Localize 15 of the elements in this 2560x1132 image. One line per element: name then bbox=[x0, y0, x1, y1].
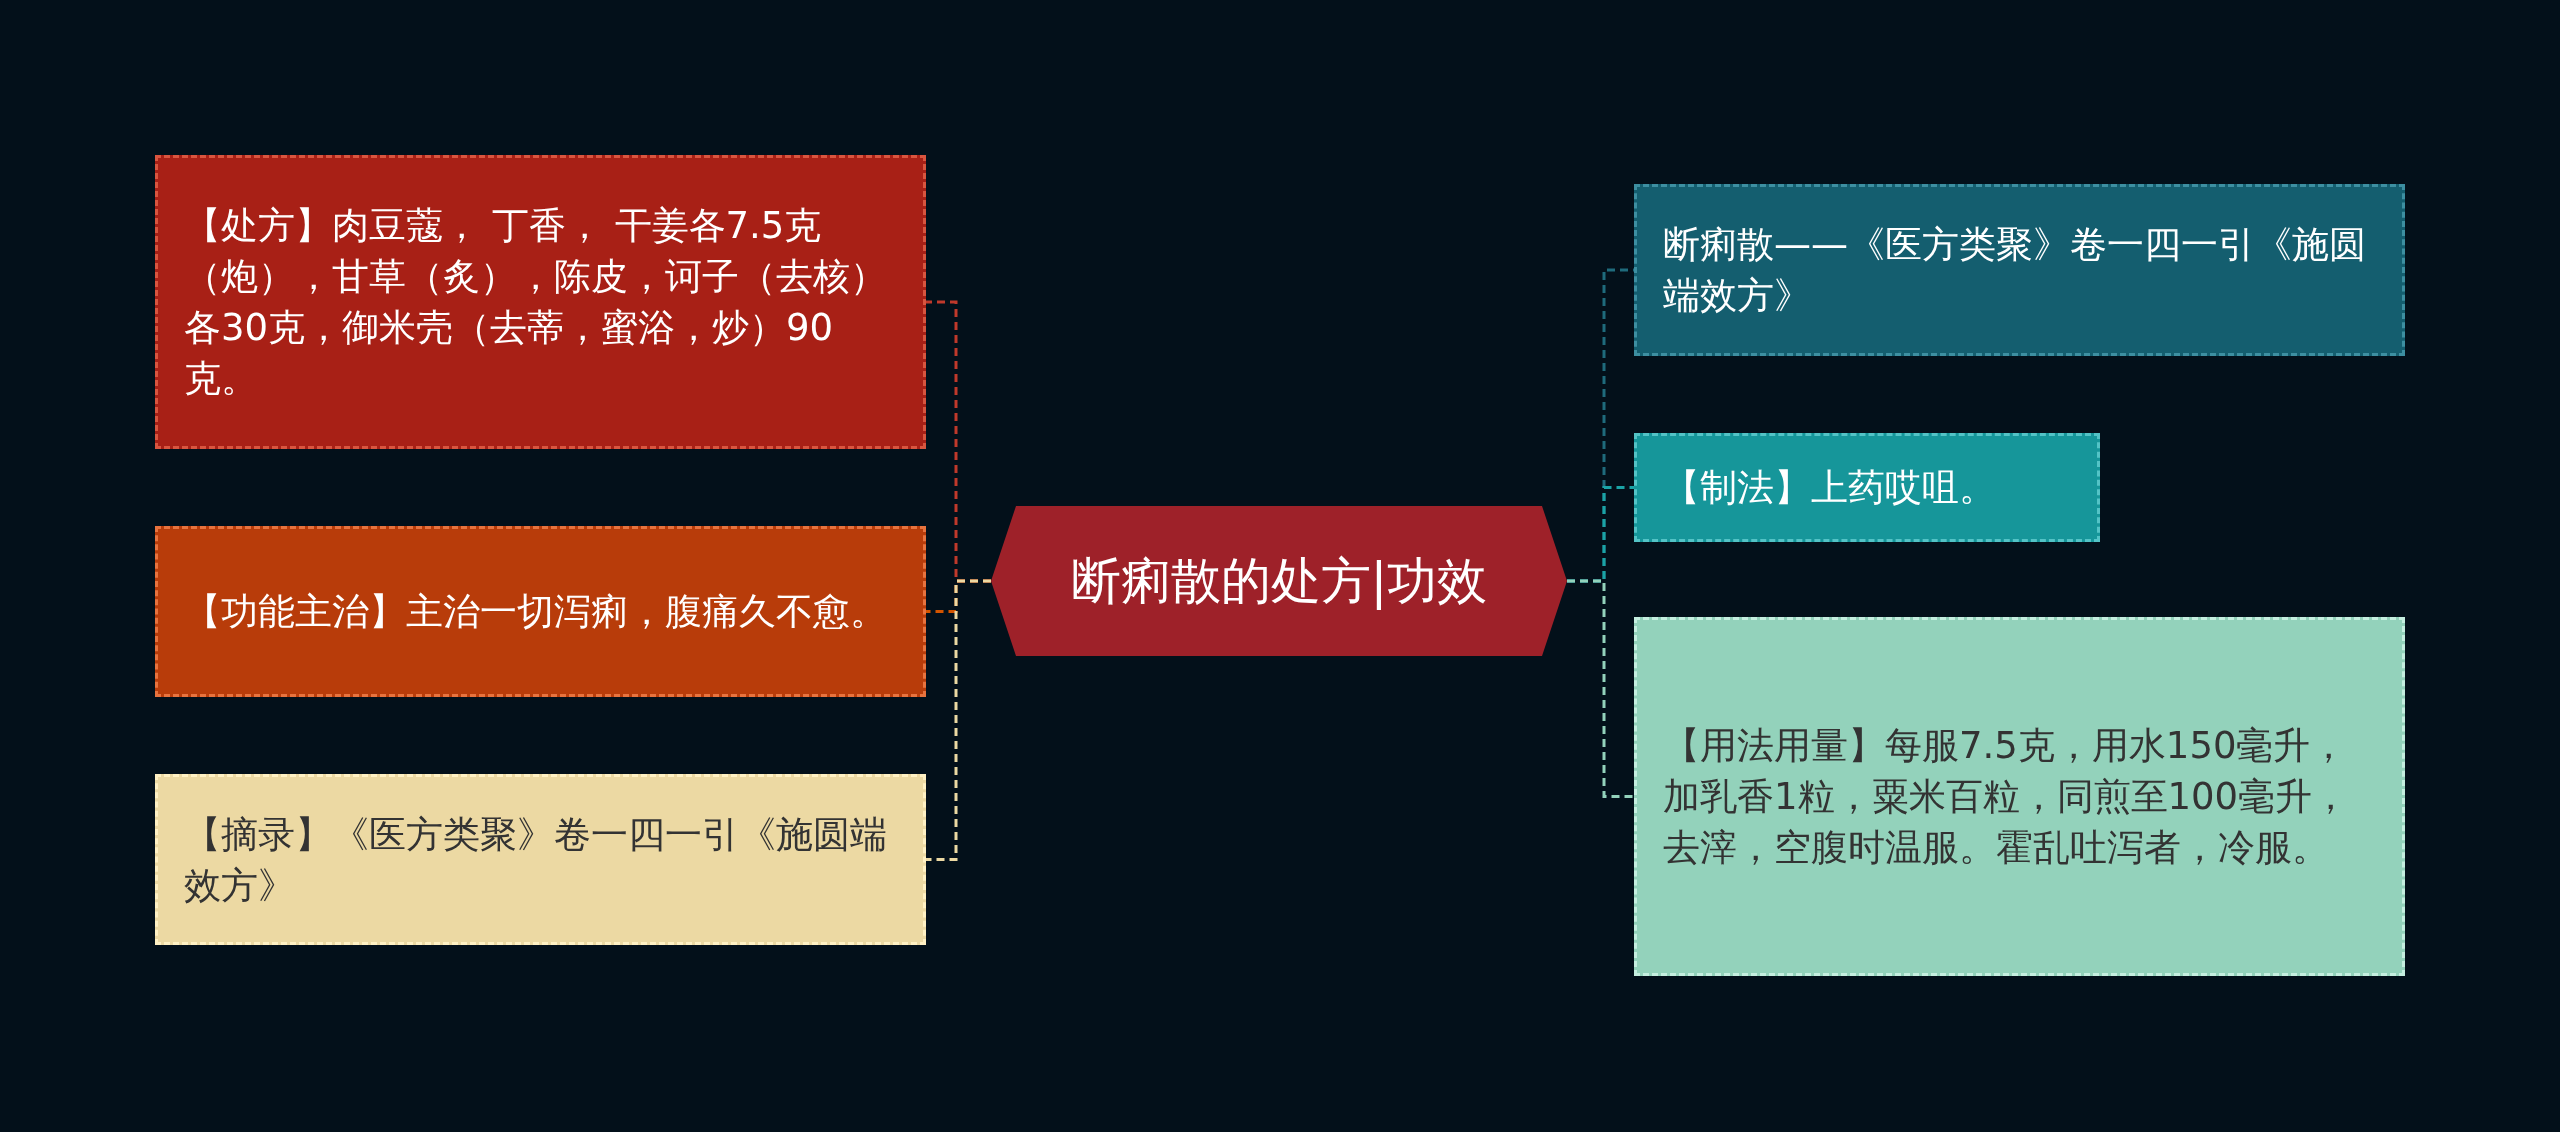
topic-box bbox=[1634, 184, 2405, 356]
topic-box bbox=[155, 526, 926, 697]
connector-line bbox=[1567, 579, 1634, 798]
topic-text: 【制法】上药哎咀。 bbox=[1663, 465, 1996, 511]
topic-text: 【处方】肉豆蔻， 丁香， 干姜各7.5克（炮），甘草（炙），陈皮，诃子（去核）各30克，御米壳（去蒂，蜜浴，炒）90克。 bbox=[184, 203, 888, 402]
topic-text: 【功能主治】主治一切泻痢，腹痛久不愈。 bbox=[184, 589, 887, 635]
topic-box bbox=[155, 774, 926, 945]
connector-line bbox=[926, 579, 991, 861]
topic-text: 【摘录】《医方类聚》卷一四一引《施圆端效方》 bbox=[184, 811, 888, 909]
topic-box bbox=[1634, 617, 2405, 976]
topic-box bbox=[155, 155, 926, 449]
topic-title: 断痢散的处方|功效 bbox=[1070, 550, 1488, 612]
topic-text: 【用法用量】每服7.5克，用水150毫升，加乳香1粒，粟米百粒，同煎至100毫升，去滓，空腹时温服。霍乱吐泻者，冷服。 bbox=[1663, 723, 2351, 871]
topic-text: 断痢散——《医方类聚》卷一四一引《施圆端效方》 bbox=[1663, 222, 2367, 319]
topic-box bbox=[1634, 433, 2100, 542]
